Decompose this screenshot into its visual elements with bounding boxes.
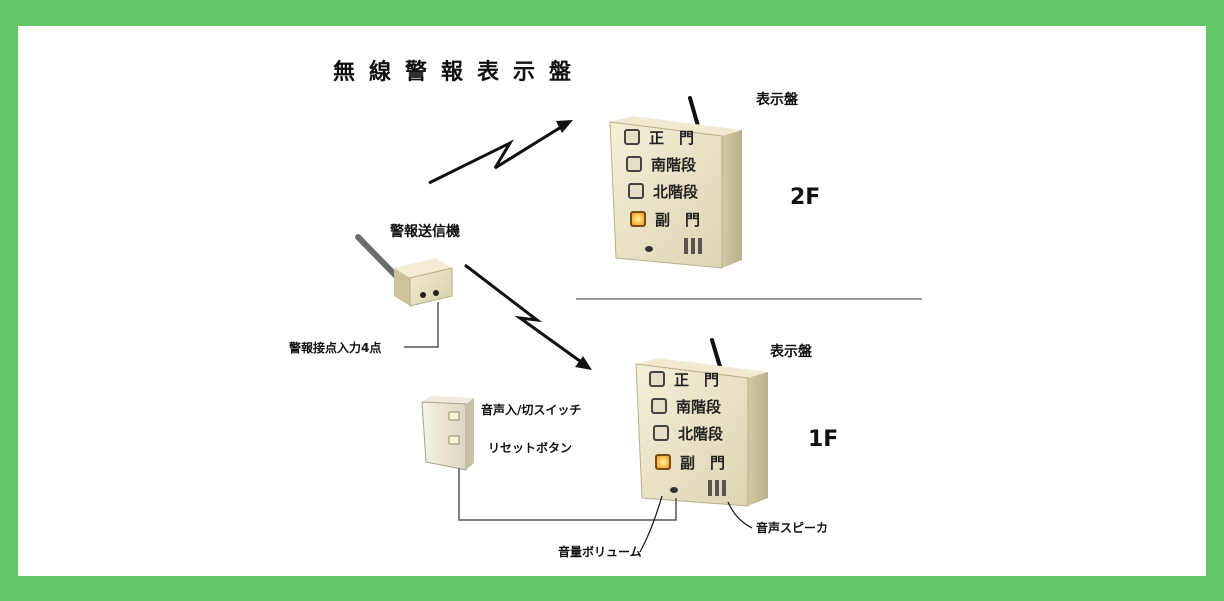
lamp-row-1f-2 [651, 398, 667, 414]
row-label-1f-3: 北階段 [678, 425, 723, 443]
input-label: 警報接点入力4点 [288, 340, 381, 355]
wireless-signal-1f [464, 263, 592, 370]
connection-wire [458, 468, 677, 521]
indicator-lamp-icon [624, 129, 640, 145]
speaker-grille-icon [708, 480, 726, 496]
indicator-lamp-icon [653, 425, 669, 441]
reset-button-label: リセットボタン [488, 440, 572, 455]
speaker-grille-icon [684, 238, 702, 254]
volume-knob-icon [645, 246, 653, 252]
volume-label: 音量ボリューム [558, 544, 642, 559]
row-label-2f-4: 副 門 [655, 211, 700, 229]
switch-box-device [421, 396, 474, 471]
row-label-1f-2: 南階段 [676, 398, 721, 416]
indicator-lamp-icon [626, 156, 642, 172]
indicator-lamp-lit-icon [655, 454, 671, 470]
lamp-row-2f-1 [624, 129, 640, 145]
diagram-canvas [18, 26, 1206, 576]
wireless-signal-2f [428, 120, 573, 185]
row-label-2f-1: 正 門 [649, 129, 694, 147]
diagram-title: 無線警報表示盤 [333, 59, 585, 85]
lamp-row-1f-3 [653, 425, 669, 441]
indicator-lamp-lit-icon [630, 211, 646, 227]
row-label-1f-1: 正 門 [674, 371, 719, 389]
lamp-row-1f-1 [649, 371, 665, 387]
voice-switch-label: 音声入/切スイッチ [481, 402, 581, 417]
display-panel-1f [635, 338, 768, 507]
lamp-row-2f-3 [628, 183, 644, 199]
floor-label-2f: 2F [790, 185, 820, 210]
indicator-lamp-icon [628, 183, 644, 199]
volume-knob-icon [670, 487, 678, 493]
input-leader-line [404, 302, 439, 348]
lamp-row-1f-4 [655, 454, 671, 470]
display-label-2f: 表示盤 [755, 91, 799, 108]
transmitter-label: 警報送信機 [390, 223, 460, 240]
row-label-2f-2: 南階段 [651, 156, 696, 174]
lamp-row-2f-2 [626, 156, 642, 172]
reset-button-icon [448, 435, 460, 445]
speaker-label: 音声スピーカ [756, 520, 828, 535]
row-label-2f-3: 北階段 [653, 183, 698, 201]
lamp-row-2f-4 [630, 211, 646, 227]
transmitter-device [355, 234, 453, 307]
display-panel-2f [609, 96, 742, 269]
indicator-lamp-icon [649, 371, 665, 387]
voice-switch-icon [448, 411, 460, 421]
display-label-1f: 表示盤 [769, 343, 813, 360]
indicator-lamp-icon [651, 398, 667, 414]
row-label-1f-4: 副 門 [680, 454, 725, 472]
floor-label-1f: 1F [808, 427, 838, 452]
speaker-leader-line [727, 501, 753, 529]
volume-leader-line [639, 495, 663, 553]
